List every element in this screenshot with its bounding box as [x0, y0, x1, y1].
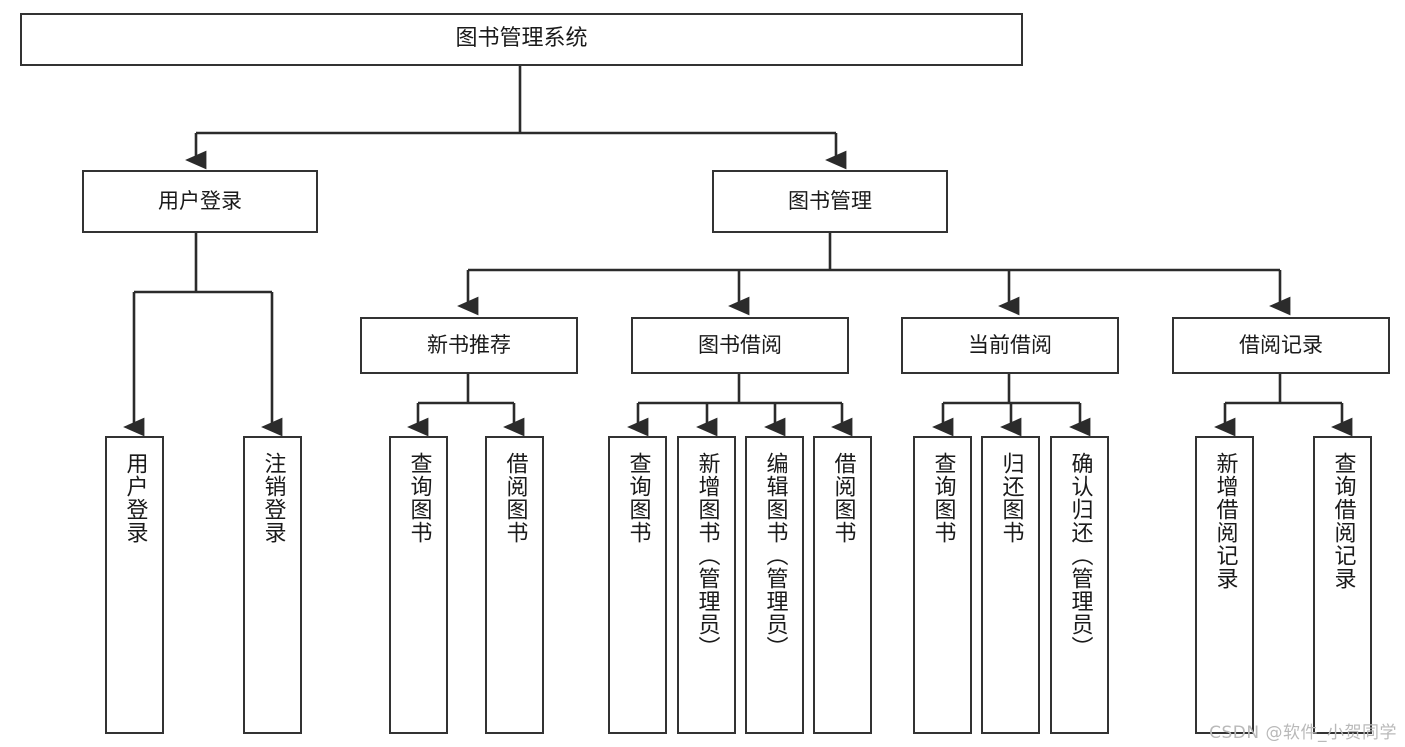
csdn-watermark: CSDN @软件_小贺同学 — [1209, 723, 1397, 743]
node-leaf-add-book-label: 新增图书（管理员） — [694, 452, 720, 659]
node-leaf-query-borrow-record[interactable]: 查询借阅记录 — [1313, 436, 1372, 734]
node-leaf-add-borrow-record[interactable]: 新增借阅记录 — [1195, 436, 1254, 734]
node-leaf-query-book-current[interactable]: 查询图书 — [913, 436, 972, 734]
node-borrow-record[interactable]: 借阅记录 — [1172, 317, 1390, 374]
node-current-borrow-label: 当前借阅 — [968, 332, 1052, 357]
node-leaf-query-book-current-label: 查询图书 — [930, 452, 956, 544]
node-leaf-borrow-book-borrow-label: 借阅图书 — [830, 452, 856, 544]
node-leaf-query-book-newbook-label: 查询图书 — [406, 452, 432, 544]
node-leaf-query-book-borrow-label: 查询图书 — [625, 452, 651, 544]
node-book-manage[interactable]: 图书管理 — [712, 170, 948, 233]
node-leaf-query-book-borrow[interactable]: 查询图书 — [608, 436, 667, 734]
node-leaf-query-borrow-record-label: 查询借阅记录 — [1330, 452, 1356, 590]
node-new-book-recommend-label: 新书推荐 — [427, 332, 511, 357]
node-book-borrow-label: 图书借阅 — [698, 332, 782, 357]
node-leaf-edit-book-label: 编辑图书（管理员） — [762, 452, 788, 659]
node-leaf-edit-book[interactable]: 编辑图书（管理员） — [745, 436, 804, 734]
node-leaf-return-book-label: 归还图书 — [998, 452, 1024, 544]
node-user-login-label: 用户登录 — [158, 188, 242, 213]
node-new-book-recommend[interactable]: 新书推荐 — [360, 317, 578, 374]
node-current-borrow[interactable]: 当前借阅 — [901, 317, 1119, 374]
node-user-login[interactable]: 用户登录 — [82, 170, 318, 233]
node-leaf-borrow-book-borrow[interactable]: 借阅图书 — [813, 436, 872, 734]
node-leaf-confirm-return[interactable]: 确认归还（管理员） — [1050, 436, 1109, 734]
node-leaf-logout[interactable]: 注销登录 — [243, 436, 302, 734]
node-leaf-query-book-newbook[interactable]: 查询图书 — [389, 436, 448, 734]
node-leaf-user-login[interactable]: 用户登录 — [105, 436, 164, 734]
node-book-borrow[interactable]: 图书借阅 — [631, 317, 849, 374]
node-leaf-borrow-book-newbook[interactable]: 借阅图书 — [485, 436, 544, 734]
node-leaf-logout-label: 注销登录 — [260, 452, 286, 544]
node-leaf-confirm-return-label: 确认归还（管理员） — [1067, 452, 1093, 659]
node-leaf-borrow-book-newbook-label: 借阅图书 — [502, 452, 528, 544]
node-leaf-add-borrow-record-label: 新增借阅记录 — [1212, 452, 1238, 590]
node-leaf-return-book[interactable]: 归还图书 — [981, 436, 1040, 734]
node-root-system-label: 图书管理系统 — [455, 26, 588, 52]
node-borrow-record-label: 借阅记录 — [1239, 332, 1323, 357]
node-leaf-add-book[interactable]: 新增图书（管理员） — [677, 436, 736, 734]
node-leaf-user-login-label: 用户登录 — [122, 452, 148, 544]
node-book-manage-label: 图书管理 — [788, 188, 872, 213]
node-root-system[interactable]: 图书管理系统 — [20, 13, 1023, 66]
